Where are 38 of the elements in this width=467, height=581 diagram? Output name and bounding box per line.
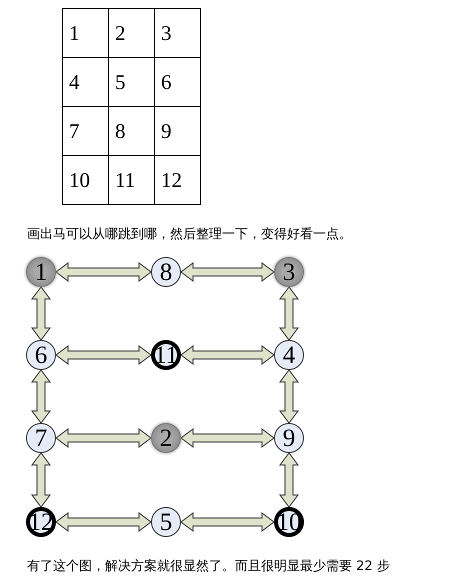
number-circle: 7 xyxy=(26,423,56,453)
number-circle: 2 xyxy=(151,423,181,453)
number-circle: 8 xyxy=(151,257,181,287)
table-cell: 8 xyxy=(108,106,154,156)
double-arrow xyxy=(55,262,152,282)
table-cell: 4 xyxy=(62,58,108,106)
table-cell: 5 xyxy=(108,58,154,106)
double-arrow xyxy=(31,452,51,508)
double-arrow xyxy=(180,262,275,282)
double-arrow xyxy=(279,369,299,424)
note-text: 有了这个图，解决方案就很显然了。而且很明显最少需要 22 步 xyxy=(27,558,390,575)
double-arrow xyxy=(55,345,152,365)
double-arrow xyxy=(279,452,299,508)
number-circle: 4 xyxy=(274,340,304,370)
number-circle: 3 xyxy=(274,257,304,287)
number-circle: 11 xyxy=(151,340,181,370)
table-cell: 6 xyxy=(154,58,200,106)
double-arrow xyxy=(180,512,275,532)
table-cell: 10 xyxy=(62,156,108,204)
number-circle: 5 xyxy=(151,507,181,537)
double-arrow xyxy=(31,286,51,341)
table-cell: 9 xyxy=(154,106,200,156)
double-arrow xyxy=(180,345,275,365)
table-cell: 12 xyxy=(154,156,200,204)
note-text: 画出马可以从哪跳到哪，然后整理一下，变得好看一点。 xyxy=(27,226,352,243)
table-cell: 3 xyxy=(154,8,200,58)
table-cell: 1 xyxy=(62,8,108,58)
table-cell: 7 xyxy=(62,106,108,156)
double-arrow xyxy=(279,286,299,341)
number-circle: 1 xyxy=(26,257,56,287)
number-circle: 9 xyxy=(274,423,304,453)
table-cell: 2 xyxy=(108,8,154,58)
number-circle: 6 xyxy=(26,340,56,370)
double-arrow xyxy=(55,428,152,448)
double-arrow xyxy=(55,512,152,532)
double-arrow xyxy=(31,369,51,424)
double-arrow xyxy=(180,428,275,448)
table-cell: 11 xyxy=(108,156,154,204)
